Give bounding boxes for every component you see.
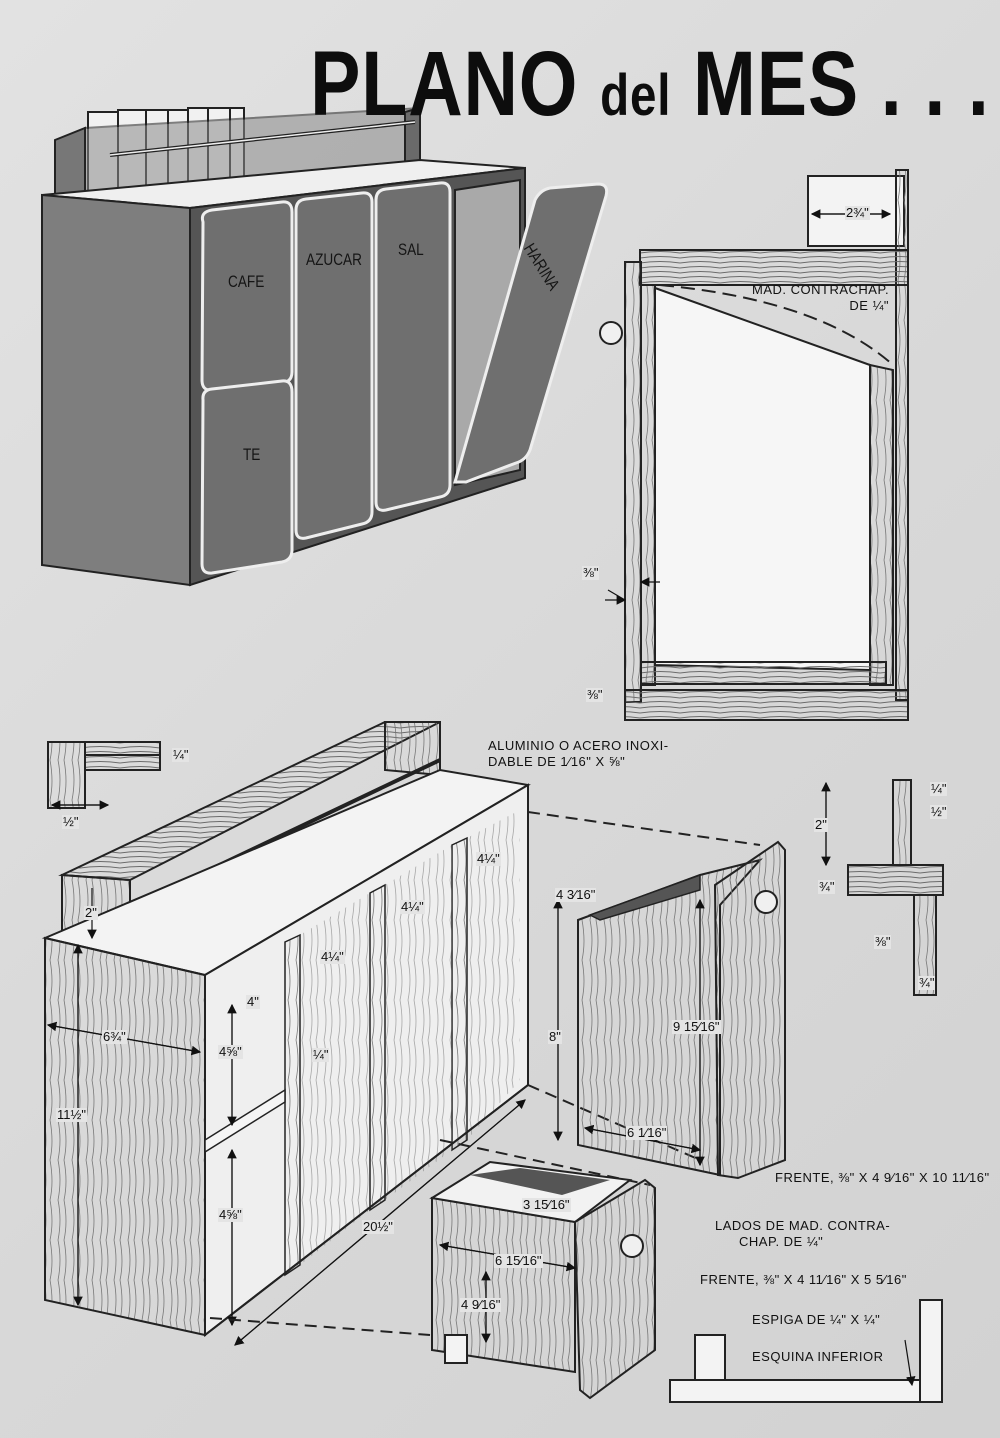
canister-label-cafe: CAFE <box>228 272 265 291</box>
exploded-cabinet <box>41 721 531 1346</box>
front-bin-label: FRENTE, ⅜" X 4 9⁄16" X 10 11⁄16" <box>775 1170 990 1185</box>
dim-bin-width: 6 1⁄16" <box>626 1125 668 1141</box>
canister-label-sal: SAL <box>398 240 424 259</box>
dim-bottom-3-8: ⅜" <box>586 687 604 703</box>
rail-corner-detail <box>47 741 161 810</box>
dim-rail-height: 2" <box>84 905 98 921</box>
side-section-view <box>599 169 909 721</box>
canister-doors <box>200 178 609 575</box>
dim-shelf-quarter: ¼" <box>312 1047 330 1063</box>
dim-top-width: 2¾" <box>845 205 870 221</box>
dim-bin-side: 9 15⁄16" <box>672 1019 721 1035</box>
title-end: MES . . . <box>671 33 990 135</box>
dim-drawer-width: 6 15⁄16" <box>494 1253 543 1269</box>
dim-rail-half: ½" <box>62 814 80 830</box>
dim-compartment-4: 4" <box>246 994 260 1010</box>
dim-detail-2: 2" <box>814 817 828 833</box>
front-drawer-label: FRENTE, ⅜" X 4 11⁄16" X 5 5⁄16" <box>700 1272 907 1287</box>
metal-bar-label: ALUMINIO O ACERO INOXI- DABLE DE 1⁄16" X… <box>488 738 669 769</box>
sides-line-1: LADOS DE MAD. CONTRA- <box>715 1218 891 1233</box>
sides-line-2: CHAP. DE ¼" <box>739 1233 824 1249</box>
canister-label-azucar: AZUCAR <box>306 250 362 269</box>
metal-bar-line-1: ALUMINIO O ACERO INOXI- <box>488 738 669 753</box>
cabinet-illustration <box>41 106 609 587</box>
page-title: PLANO del MES . . . <box>310 32 990 137</box>
dim-detail-quarter: ¼" <box>930 781 948 797</box>
dim-div-a: 4¼" <box>320 949 345 965</box>
dim-detail-3-4: ¾" <box>818 879 836 895</box>
bottom-corner-label: ESQUINA INFERIOR <box>752 1349 884 1364</box>
dim-div-c: 4¼" <box>476 851 501 867</box>
dim-drawer-top: 3 15⁄16" <box>522 1197 571 1213</box>
plywood-top-line-1: MAD. CONTRACHAP. <box>752 282 890 297</box>
dim-bin-height: 8" <box>548 1029 562 1045</box>
tilt-bin-part <box>553 840 786 1180</box>
dim-width: 20½" <box>362 1219 394 1235</box>
plywood-top-line-2: DE ¼" <box>849 297 890 313</box>
spline-label: ESPIGA DE ¼" X ¼" <box>752 1312 881 1327</box>
bottom-corner-detail <box>669 1299 943 1403</box>
dim-side-3-8: ⅜" <box>582 565 600 581</box>
dim-bin-top: 4 3⁄16" <box>555 887 597 903</box>
canister-label-te: TE <box>243 445 261 464</box>
dim-lower-4-5-8: 4⅝" <box>218 1207 243 1223</box>
dim-detail-half: ½" <box>930 804 948 820</box>
title-small: del <box>600 63 672 128</box>
plywood-top-label: MAD. CONTRACHAP. DE ¼" <box>752 282 889 313</box>
dim-detail-3-4-b: ¾" <box>918 975 936 991</box>
dim-div-b: 4¼" <box>400 899 425 915</box>
dim-depth: 6¾" <box>102 1029 127 1045</box>
sides-label: LADOS DE MAD. CONTRA- CHAP. DE ¼" <box>715 1218 890 1249</box>
dim-detail-3-8: ⅜" <box>874 934 892 950</box>
dim-upper-4-5-8: 4⅝" <box>218 1044 243 1060</box>
dim-drawer-height: 4 9⁄16" <box>460 1297 502 1313</box>
front-detail-section <box>821 779 944 996</box>
dim-rail-quarter: ¼" <box>172 747 190 763</box>
title-main: PLANO <box>310 33 601 135</box>
dim-height: 11½" <box>56 1107 87 1123</box>
metal-bar-line-2: DABLE DE 1⁄16" X ⅝" <box>488 753 626 769</box>
